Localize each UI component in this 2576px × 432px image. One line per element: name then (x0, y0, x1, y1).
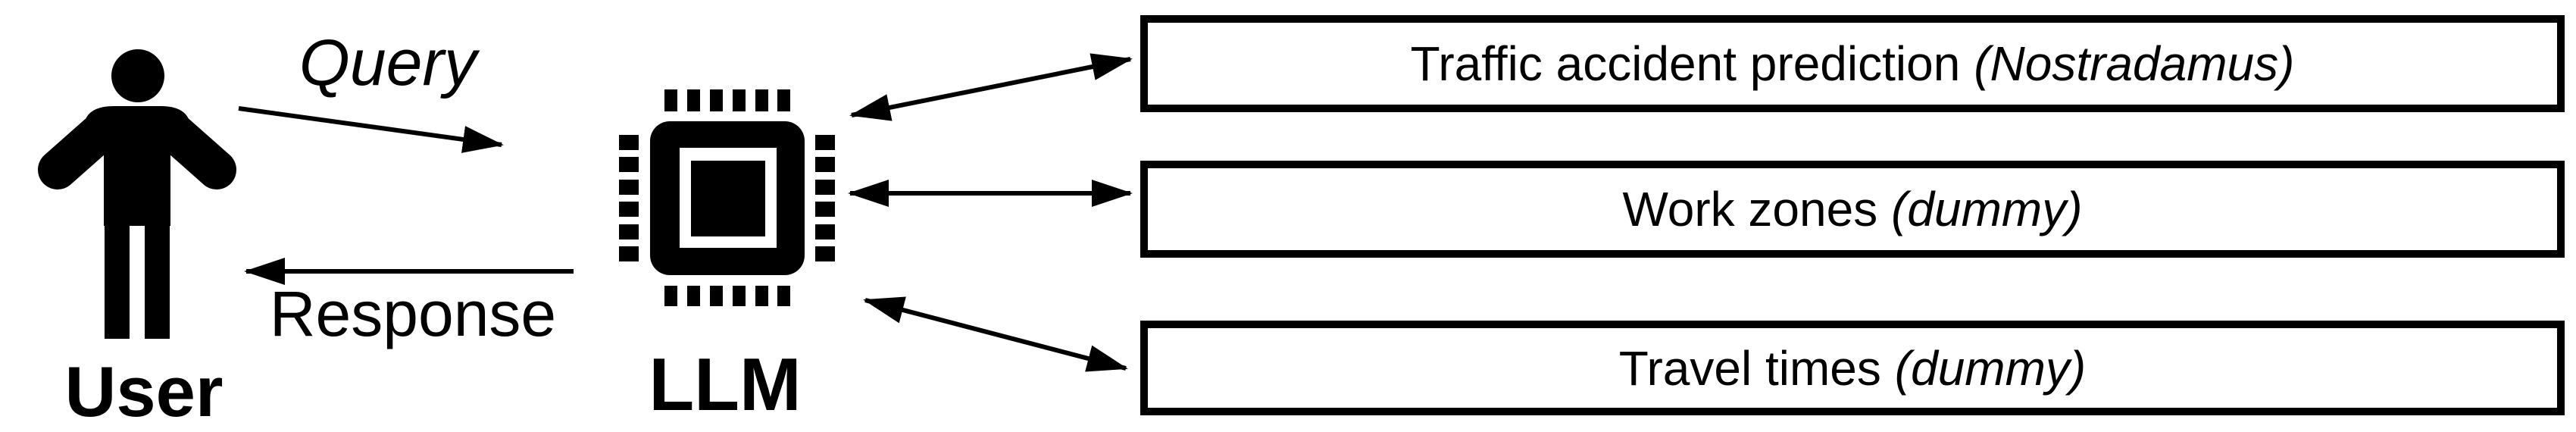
chip-core (691, 161, 765, 236)
llm-travel-times-arrow (863, 296, 1128, 372)
cpu-chip-icon (619, 89, 835, 306)
llm-traffic-accident-arrow (849, 53, 1133, 121)
response-label: Response (269, 278, 557, 349)
module-name: Work zones (1622, 182, 1878, 236)
module-box-travel-times: Travel times (dummy) (1140, 321, 2565, 415)
person-right-arm (158, 115, 236, 189)
module-qualifier: (Nostradamus) (1974, 36, 2295, 91)
person-left-arm (38, 115, 117, 189)
module-name: Traffic accident prediction (1410, 36, 1961, 91)
query-arrow (238, 106, 504, 153)
module-name: Travel times (1618, 340, 1881, 396)
person-icon (38, 49, 236, 339)
module-qualifier: (dummy) (1894, 340, 2087, 396)
llm-label: LLM (649, 343, 802, 426)
person-right-leg (145, 224, 170, 339)
module-box-traffic-accident-prediction: Traffic accident prediction (Nostradamus… (1140, 15, 2565, 112)
query-label: Query (299, 27, 477, 99)
arrows (238, 53, 1133, 372)
module-box-work-zones: Work zones (dummy) (1140, 161, 2565, 258)
user-label: User (64, 352, 224, 431)
person-head (111, 49, 164, 102)
person-left-leg (105, 224, 130, 339)
person-torso (104, 150, 170, 226)
module-qualifier: (dummy) (1891, 182, 2083, 236)
